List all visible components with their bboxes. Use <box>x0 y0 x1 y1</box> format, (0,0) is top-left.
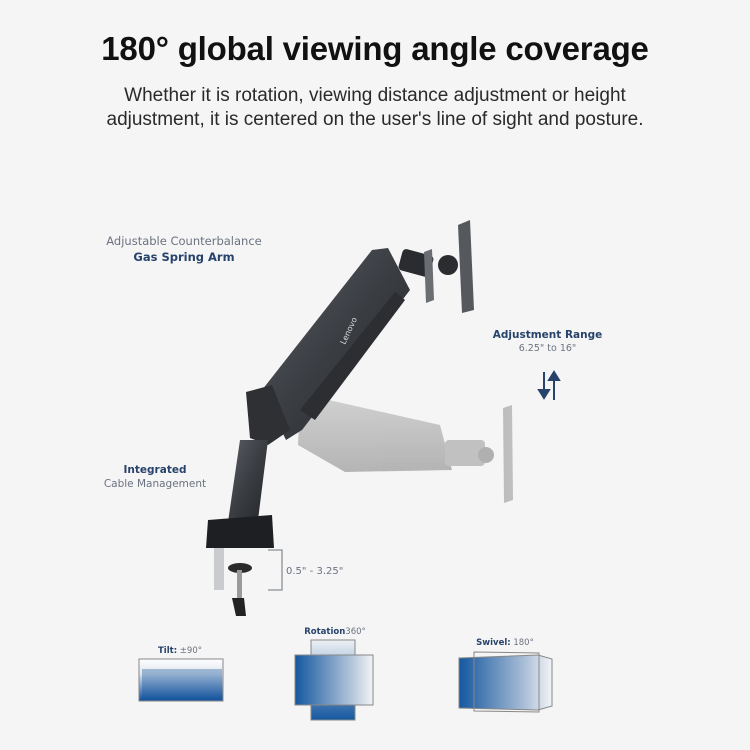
page-subtitle: Whether it is rotation, viewing distance… <box>0 84 750 132</box>
range-value: 6.25" to 16" <box>518 343 577 354</box>
cable-line2: Cable Management <box>103 478 207 490</box>
monitor-arm: Lenovo <box>206 220 561 616</box>
rotation-value: 360° <box>345 627 366 637</box>
clamp-range-label: 0.5" - 3.25" <box>286 566 344 577</box>
callout-gas-spring-arm: Adjustable Counterbalance Gas Spring Arm <box>98 234 270 264</box>
callout-arm-line1: Adjustable Counterbalance <box>106 234 262 248</box>
swivel-label: Swivel: 180° <box>470 638 540 648</box>
tilt-label: Tilt: ±90° <box>150 646 210 656</box>
callout-arm-line2: Gas Spring Arm <box>133 250 235 264</box>
callout-cable-management: Integrated Cable Management <box>100 464 210 490</box>
callout-adjustment-range: Adjustment Range 6.25" to 16" <box>490 329 605 354</box>
swivel-diagram <box>458 651 553 713</box>
lower-arm-ghost <box>298 398 513 503</box>
swivel-value: 180° <box>513 638 534 648</box>
page-title: 180° global viewing angle coverage <box>101 30 649 67</box>
swivel-name: Swivel: <box>476 638 511 648</box>
rotation-name: Rotation <box>304 627 346 637</box>
rotation-label: Rotation360° <box>300 627 370 637</box>
cable-line1: Integrated <box>123 464 187 476</box>
tilt-value: ±90° <box>179 646 202 656</box>
subtitle-line-2: adjustment, it is centered on the user's… <box>106 109 644 130</box>
tilt-diagram <box>138 658 224 702</box>
rotation-diagram <box>294 639 374 721</box>
up-down-arrows-icon <box>537 370 561 400</box>
subtitle-line-1: Whether it is rotation, viewing distance… <box>124 85 626 106</box>
range-title: Adjustment Range <box>492 329 603 341</box>
tilt-name: Tilt: <box>158 646 178 656</box>
